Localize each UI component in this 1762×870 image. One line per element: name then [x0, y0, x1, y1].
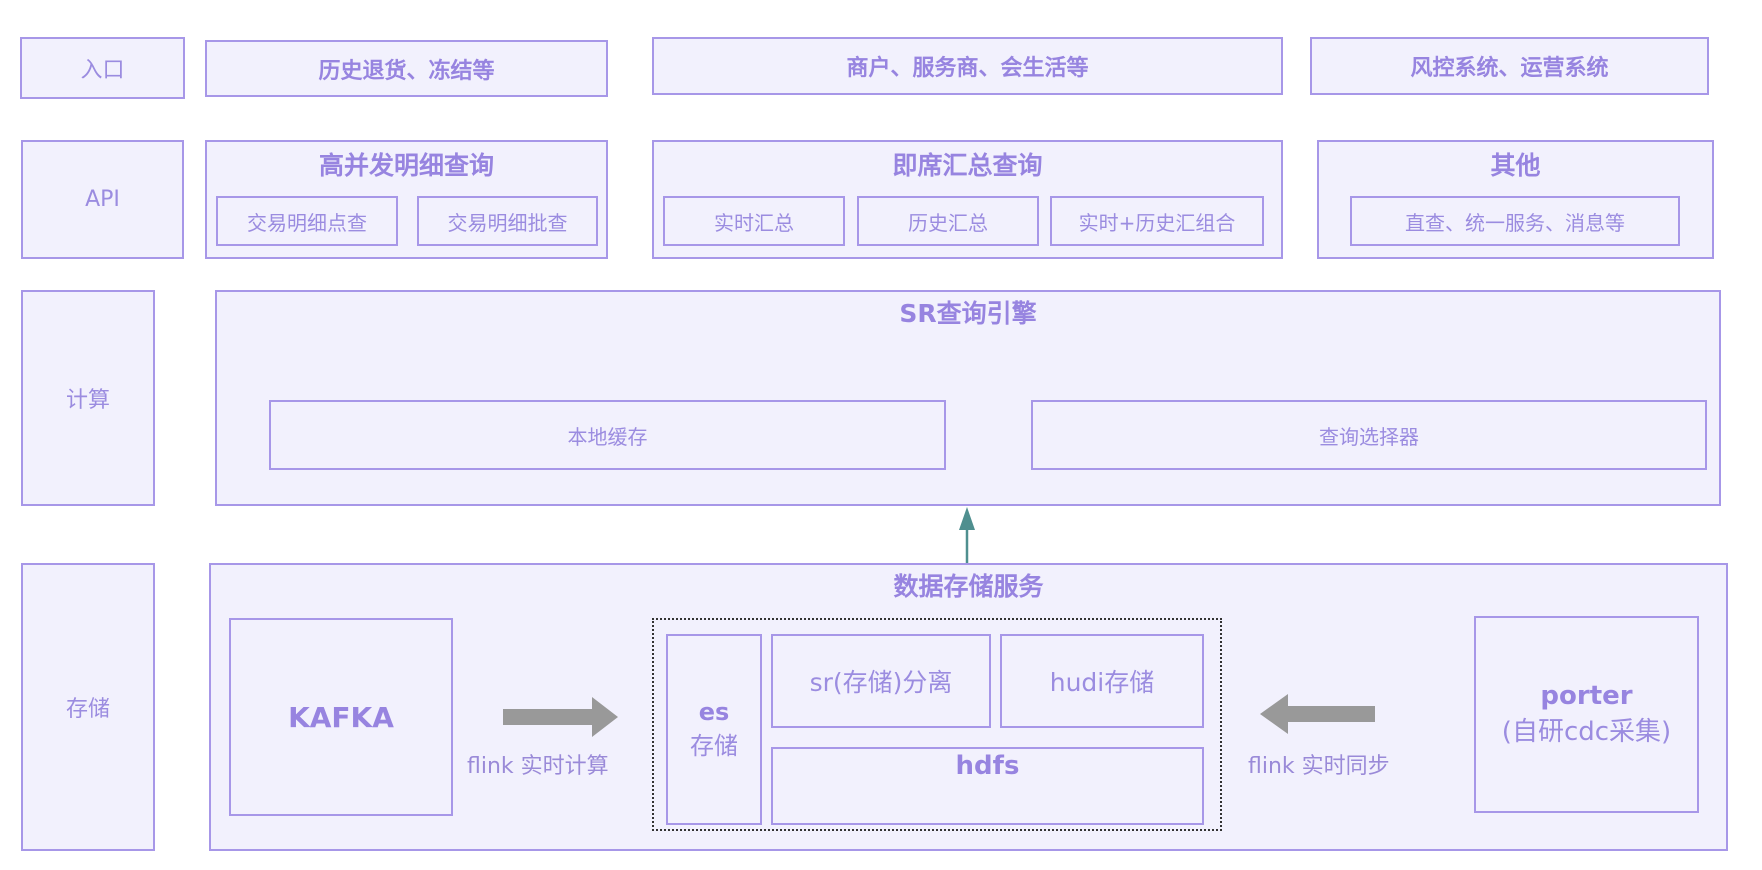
api-adhoc-realtime: 实时汇总: [663, 196, 845, 246]
api-other-title: 其他: [1490, 151, 1541, 180]
entry-history-text: 历史退货、冻结等: [318, 58, 495, 84]
api-detail-title: 高并发明细查询: [318, 151, 494, 180]
sr-separation-box: sr(存储)分离: [771, 634, 991, 728]
api-detail-group: 高并发明细查询 交易明细点查 交易明细批查: [205, 140, 608, 259]
api-detail-batch-query: 交易明细批查: [417, 196, 598, 246]
porter-text: porter: [1540, 681, 1633, 711]
entry-risk-box: 风控系统、运营系统: [1310, 37, 1709, 95]
flink-compute-label: flink 实时计算: [467, 754, 609, 779]
api-adhoc-realtime-text: 实时汇总: [714, 210, 794, 235]
api-adhoc-title: 即席汇总查询: [892, 151, 1043, 180]
kafka-text: KAFKA: [288, 700, 394, 734]
api-other-direct: 直查、统一服务、消息等: [1350, 196, 1680, 246]
api-detail-batch-query-text: 交易明细批查: [447, 210, 568, 235]
api-adhoc-group: 即席汇总查询 实时汇总 历史汇总 实时+历史汇组合: [652, 140, 1283, 259]
storage-cluster: [652, 618, 1222, 831]
layer-label-entry-text: 入口: [80, 58, 125, 83]
query-selector-box: 查询选择器: [1031, 400, 1707, 470]
es-storage-box: es 存储: [666, 634, 762, 825]
api-adhoc-history-text: 历史汇总: [908, 210, 988, 235]
es-storage-text: 存储: [690, 732, 738, 760]
kafka-box: KAFKA: [229, 618, 453, 816]
layer-label-api: API: [21, 140, 184, 259]
query-selector-text: 查询选择器: [1319, 424, 1419, 449]
api-adhoc-combined-text: 实时+历史汇组合: [1078, 210, 1236, 235]
entry-merchant-text: 商户、服务商、会生活等: [846, 56, 1089, 81]
entry-history-box: 历史退货、冻结等: [205, 40, 608, 97]
hudi-storage-box: hudi存储: [1000, 634, 1204, 728]
es-text: es: [698, 698, 730, 726]
api-detail-point-query: 交易明细点查: [216, 196, 398, 246]
api-other-direct-text: 直查、统一服务、消息等: [1405, 210, 1625, 235]
arrow-storage-to-engine-head: [959, 507, 975, 530]
sr-query-engine-title: SR查询引擎: [899, 299, 1037, 328]
layer-label-compute-text: 计算: [65, 388, 110, 413]
porter-subtitle-text: (自研cdc采集): [1501, 717, 1672, 747]
hdfs-text: hdfs: [955, 751, 1020, 781]
hudi-storage-text: hudi存储: [1049, 668, 1155, 697]
layer-label-storage-text: 存储: [65, 697, 110, 722]
porter-box: porter (自研cdc采集): [1474, 616, 1699, 813]
entry-merchant-box: 商户、服务商、会生活等: [652, 37, 1283, 95]
layer-label-entry: 入口: [20, 37, 185, 99]
api-other-group: 其他 直查、统一服务、消息等: [1317, 140, 1714, 259]
local-cache-text: 本地缓存: [567, 424, 648, 449]
api-adhoc-history: 历史汇总: [857, 196, 1039, 246]
flink-sync-label: flink 实时同步: [1248, 754, 1390, 779]
layer-label-api-text: API: [85, 187, 120, 212]
entry-risk-text: 风控系统、运营系统: [1410, 56, 1609, 81]
local-cache-box: 本地缓存: [269, 400, 946, 470]
layer-label-compute: 计算: [21, 290, 155, 506]
sr-query-engine: SR查询引擎 本地缓存 查询选择器: [215, 290, 1721, 506]
api-detail-point-query-text: 交易明细点查: [247, 210, 367, 235]
data-storage-service-title: 数据存储服务: [893, 572, 1044, 601]
layer-label-storage: 存储: [21, 563, 155, 851]
sr-separation-text: sr(存储)分离: [809, 668, 953, 697]
hdfs-box: hdfs: [771, 747, 1204, 825]
api-adhoc-combined: 实时+历史汇组合: [1050, 196, 1264, 246]
